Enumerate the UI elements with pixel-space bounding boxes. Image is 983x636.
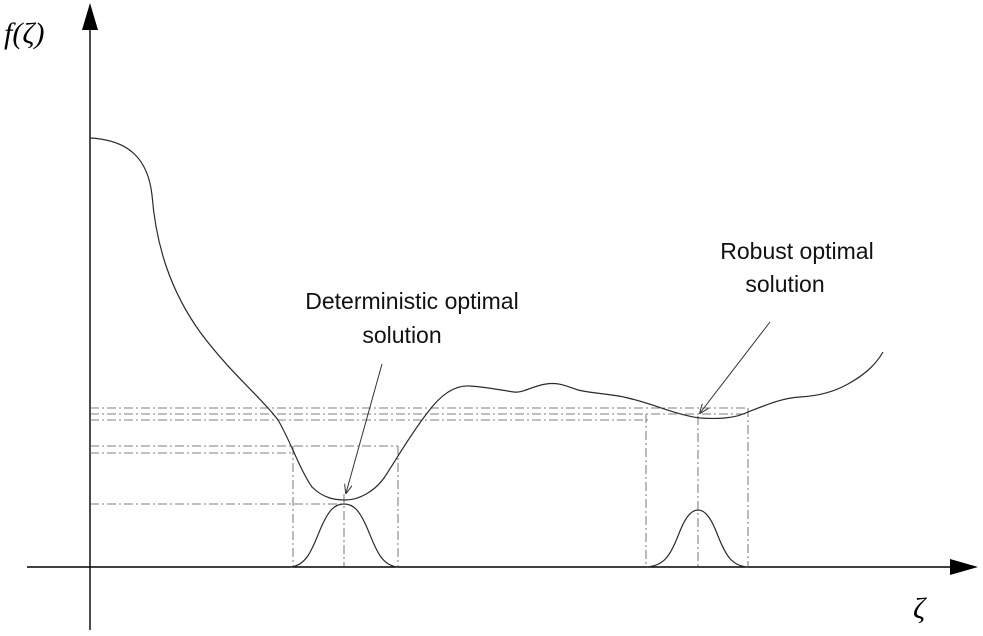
robust-label-line2: solution xyxy=(745,271,824,297)
y-axis-arrowhead xyxy=(82,3,98,30)
objective-curve xyxy=(89,137,884,501)
deterministic-distribution xyxy=(289,503,399,568)
x-axis-arrowhead xyxy=(950,559,978,575)
deterministic-label-line2: solution xyxy=(362,322,441,348)
x-axis-label: ζ xyxy=(913,592,927,625)
deterministic-label-line1: Deterministic optimal xyxy=(305,288,518,314)
robust-label-line1: Robust optimal xyxy=(720,238,873,264)
robust-distribution xyxy=(645,509,749,568)
guide-lines xyxy=(90,407,749,567)
robust-pointer-arrow xyxy=(700,321,771,413)
y-axis-label: f(ζ) xyxy=(4,17,44,50)
deterministic-pointer-arrow xyxy=(346,363,383,493)
